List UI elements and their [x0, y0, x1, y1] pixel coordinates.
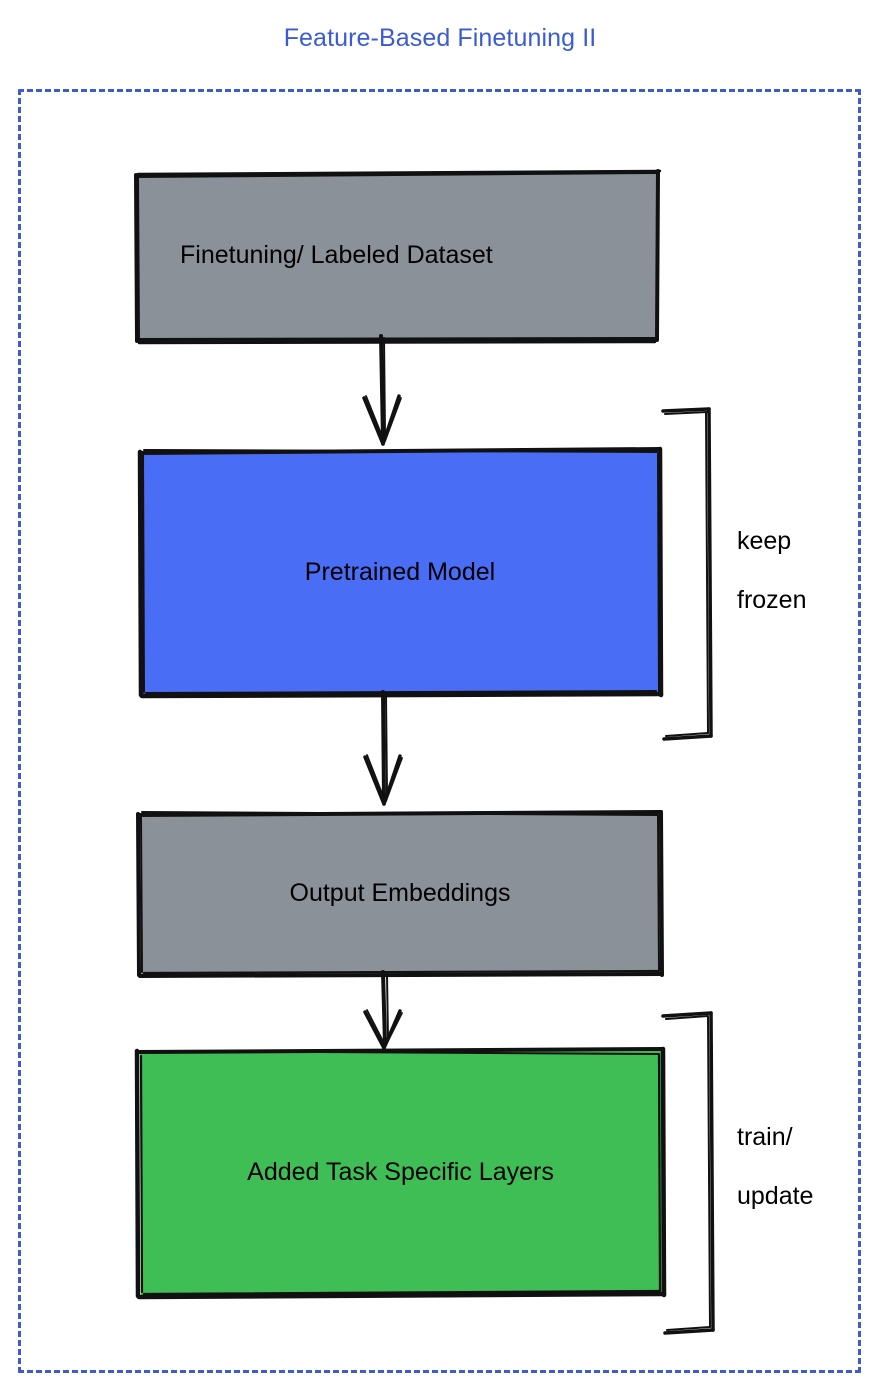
bracket-train-update [661, 1011, 715, 1335]
node-dataset[interactable]: Finetuning/ Labeled Dataset [134, 169, 662, 345]
node-task-layers[interactable]: Added Task Specific Layers [134, 1046, 667, 1300]
arrow-embeddings-to-task-layers [363, 970, 403, 1050]
annotation-keep-frozen-line2: frozen [737, 585, 807, 614]
page-title: Feature-Based Finetuning II [283, 24, 597, 52]
node-pretrained-model-shape [137, 446, 664, 699]
arrow-dataset-to-model [362, 334, 402, 446]
arrow-model-to-embeddings [363, 690, 403, 806]
annotation-train-update-line1: train/ [737, 1122, 793, 1151]
dashed-boundary-frame [18, 89, 861, 1373]
annotation-keep-frozen: keep frozen [737, 497, 867, 645]
node-dataset-shape [134, 169, 662, 345]
node-output-embeddings[interactable]: Output Embeddings [136, 810, 664, 978]
node-output-embeddings-label: Output Embeddings [289, 878, 511, 907]
node-output-embeddings-shape [136, 810, 664, 978]
annotation-keep-frozen-line1: keep [737, 526, 792, 555]
annotation-train-update-line2: update [737, 1181, 814, 1210]
node-dataset-label: Finetuning/ Labeled Dataset [180, 240, 493, 269]
node-task-layers-label: Added Task Specific Layers [247, 1158, 554, 1186]
node-pretrained-model-label: Pretrained Model [304, 557, 496, 586]
annotation-train-update: train/ update [737, 1093, 877, 1241]
bracket-keep-frozen [661, 407, 713, 741]
node-task-layers-shape [134, 1046, 667, 1300]
node-pretrained-model[interactable]: Pretrained Model [137, 446, 664, 699]
